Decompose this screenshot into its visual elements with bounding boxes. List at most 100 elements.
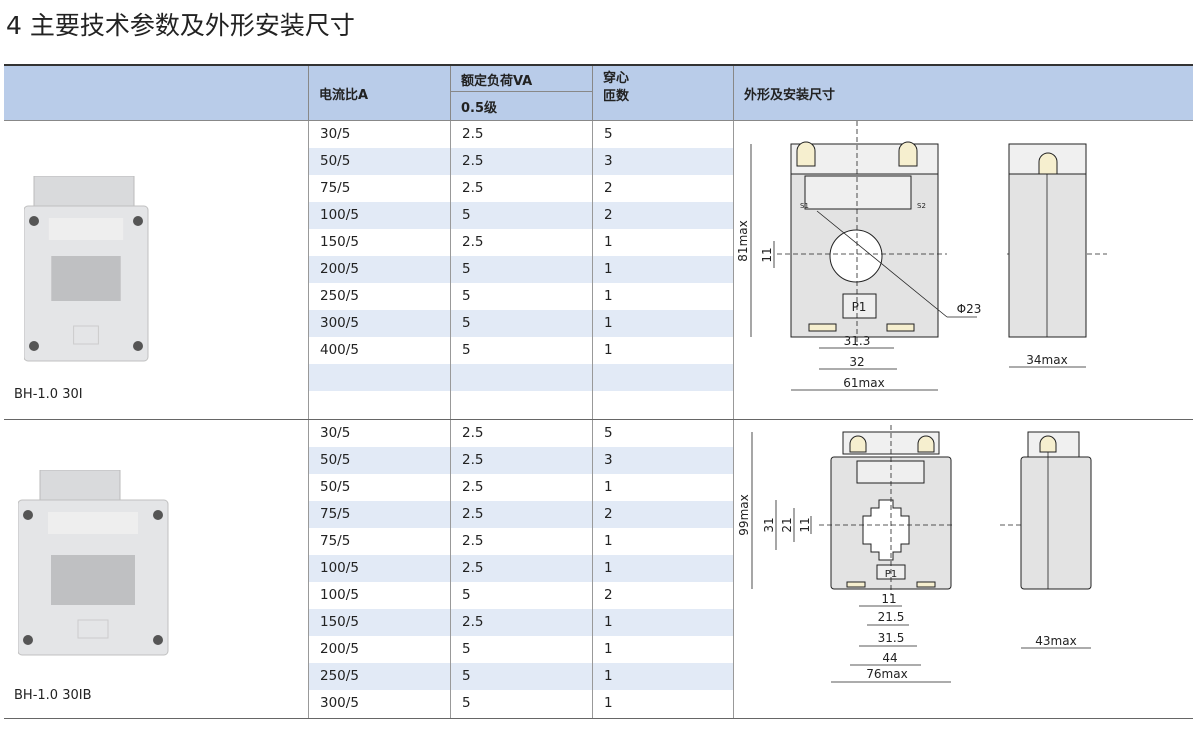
load-cell: 5 (462, 288, 471, 304)
model-label: BH-1.0 30Ⅰ (14, 387, 83, 402)
header-load: 额定负荷VA 0.5级 (450, 66, 592, 120)
turns-cell: 1 (604, 342, 613, 358)
p1-label: P1 (885, 569, 897, 580)
load-cell: 2.5 (462, 425, 484, 441)
turns-cell: 1 (604, 668, 613, 684)
ratio-cell: 200/5 (320, 641, 359, 657)
product-section: 30/5 2.5 5 50/5 2.5 3 75/5 2.5 2 100/5 5… (4, 121, 1193, 420)
load-cell: 2.5 (462, 452, 484, 468)
turns-cell: 1 (604, 261, 613, 277)
turns-cell: 3 (604, 153, 613, 169)
table-row: 250/5 5 1 (308, 663, 733, 690)
header-turns-1: 穿心 (603, 71, 630, 86)
table-row: 200/5 5 1 (308, 256, 733, 283)
table-row: 50/5 2.5 3 (308, 447, 733, 474)
load-cell: 5 (462, 207, 471, 223)
load-cell: 5 (462, 587, 471, 603)
dim-height: 81max (737, 220, 750, 261)
load-cell: 5 (462, 641, 471, 657)
load-cell: 2.5 (462, 126, 484, 142)
turns-cell: 5 (604, 126, 613, 142)
spec-table: 电流比A 额定负荷VA 0.5级 穿心 匝数 外形及安装尺寸 30/5 2.5 … (4, 64, 1193, 719)
turns-cell: 1 (604, 533, 613, 549)
turns-cell: 1 (604, 234, 613, 250)
turns-cell: 1 (604, 288, 613, 304)
product-photo (18, 470, 169, 656)
load-cell: 2.5 (462, 479, 484, 495)
s1-label: S1 (800, 202, 809, 210)
ratio-cell: 100/5 (320, 207, 359, 223)
ratio-cell: 400/5 (320, 342, 359, 358)
table-row: 150/5 2.5 1 (308, 229, 733, 256)
product-photo (24, 176, 149, 362)
turns-cell: 2 (604, 587, 613, 603)
table-row (308, 364, 733, 391)
ratio-cell: 50/5 (320, 153, 351, 169)
load-cell: 2.5 (462, 180, 484, 196)
ratio-cell: 150/5 (320, 614, 359, 630)
load-cell: 5 (462, 315, 471, 331)
table-header: 电流比A 额定负荷VA 0.5级 穿心 匝数 外形及安装尺寸 (4, 66, 1193, 121)
dim-w2: 32 (849, 355, 864, 369)
table-row: 400/5 5 1 (308, 337, 733, 364)
table-row: 75/5 2.5 2 (308, 501, 733, 528)
table-row (308, 391, 733, 418)
turns-cell: 2 (604, 506, 613, 522)
model-label: BH-1.0 30ⅠB (14, 688, 92, 703)
dim-v1: 31 (762, 517, 776, 532)
ratio-cell: 75/5 (320, 533, 351, 549)
ratio-cell: 100/5 (320, 587, 359, 603)
load-cell: 2.5 (462, 234, 484, 250)
turns-cell: 1 (604, 315, 613, 331)
turns-cell: 5 (604, 425, 613, 441)
load-cell: 2.5 (462, 506, 484, 522)
dim-h2: 21.5 (878, 610, 905, 624)
product-section: 30/5 2.5 5 50/5 2.5 3 50/5 2.5 1 75/5 2.… (4, 420, 1193, 719)
dim-depth: 43max (1035, 634, 1076, 648)
load-cell: 5 (462, 261, 471, 277)
table-row: 75/5 2.5 1 (308, 528, 733, 555)
p1-label: P1 (852, 300, 867, 314)
ratio-cell: 30/5 (320, 425, 351, 441)
load-cell: 5 (462, 695, 471, 711)
ratio-cell: 75/5 (320, 506, 351, 522)
table-row: 100/5 5 2 (308, 202, 733, 229)
load-cell: 5 (462, 668, 471, 684)
turns-cell: 1 (604, 614, 613, 630)
load-cell: 2.5 (462, 614, 484, 630)
bottom-rule (4, 718, 1193, 719)
header-load-label: 额定负荷VA (451, 66, 592, 92)
dim-v2: 21 (780, 517, 794, 532)
header-turns: 穿心 匝数 (592, 66, 733, 120)
ratio-cell: 30/5 (320, 126, 351, 142)
dim-h4: 44 (882, 651, 897, 665)
table-row: 150/5 2.5 1 (308, 609, 733, 636)
ratio-cell: 300/5 (320, 315, 359, 331)
load-cell: 2.5 (462, 533, 484, 549)
dim-h3: 31.5 (878, 631, 905, 645)
section-title: 4 主要技术参数及外形安装尺寸 (6, 11, 355, 40)
dim-depth: 34max (1026, 353, 1067, 367)
table-row: 200/5 5 1 (308, 636, 733, 663)
ratio-cell: 300/5 (320, 695, 359, 711)
ratio-cell: 150/5 (320, 234, 359, 250)
dimension-drawing: P1 99max 31 21 11 11 21.5 31.5 44 76max … (737, 425, 1092, 684)
ratio-cell: 75/5 (320, 180, 351, 196)
ratio-cell: 200/5 (320, 261, 359, 277)
dim-diameter: Φ23 (957, 302, 982, 316)
dim-height: 99max (737, 494, 751, 535)
s2-label: S2 (917, 202, 926, 210)
table-row: 50/5 2.5 3 (308, 148, 733, 175)
ratio-cell: 250/5 (320, 668, 359, 684)
turns-cell: 1 (604, 695, 613, 711)
table-row: 30/5 2.5 5 (308, 121, 733, 148)
ratio-cell: 50/5 (320, 479, 351, 495)
table-row: 100/5 2.5 1 (308, 555, 733, 582)
table-row: 75/5 2.5 2 (308, 175, 733, 202)
table-row: 250/5 5 1 (308, 283, 733, 310)
load-cell: 2.5 (462, 560, 484, 576)
dimension-drawing: P1 S1 S2 81max 11 Φ23 31.3 32 61max 34ma… (737, 121, 1107, 392)
header-ratio: 电流比A (308, 66, 450, 120)
table-row: 30/5 2.5 5 (308, 420, 733, 447)
dim-w1: 31.3 (844, 334, 871, 348)
